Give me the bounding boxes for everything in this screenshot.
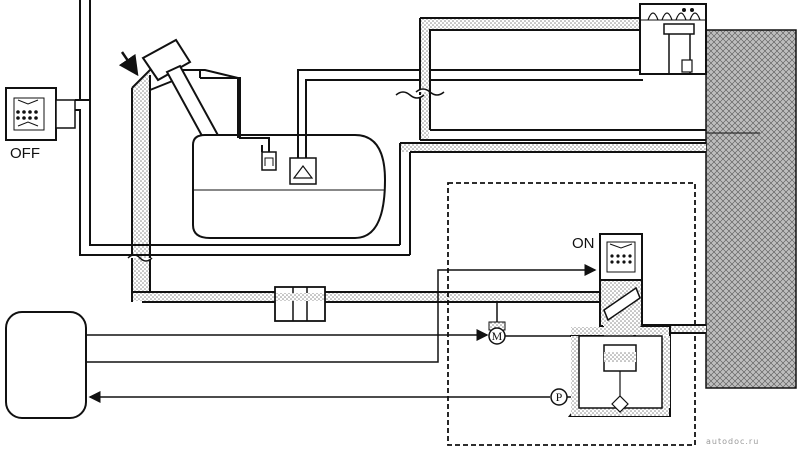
purge-valve (639, 3, 707, 75)
pump-chamber (567, 325, 671, 417)
watermark: autodoc.ru (706, 437, 759, 446)
canister-line (131, 291, 603, 303)
control-unit-ecu (5, 311, 87, 419)
tank-vent-valve-large (289, 157, 317, 185)
right-solenoid-valve (599, 233, 643, 327)
inline-filter (274, 286, 326, 322)
left-solenoid-valve (5, 87, 76, 141)
pressure-sensor-symbol (550, 388, 571, 406)
pressure-sensor-label: P (556, 390, 563, 404)
right-valve-state-label: ON (572, 235, 595, 252)
vent-loop-line (75, 0, 410, 256)
engine-feed-lines (199, 70, 706, 141)
leak-detection-module (447, 182, 696, 446)
fill-direction-arrow (118, 51, 139, 77)
return-line (395, 91, 706, 255)
left-valve-state-label: OFF (10, 145, 40, 162)
signal-wires (86, 264, 597, 403)
purge-line-top (415, 17, 641, 140)
tank-vent-valve-small (261, 151, 277, 171)
fuel-tank (192, 134, 387, 239)
motor-symbol (488, 302, 571, 345)
motor-symbol-label: M (492, 329, 503, 343)
engine-block (705, 29, 797, 389)
